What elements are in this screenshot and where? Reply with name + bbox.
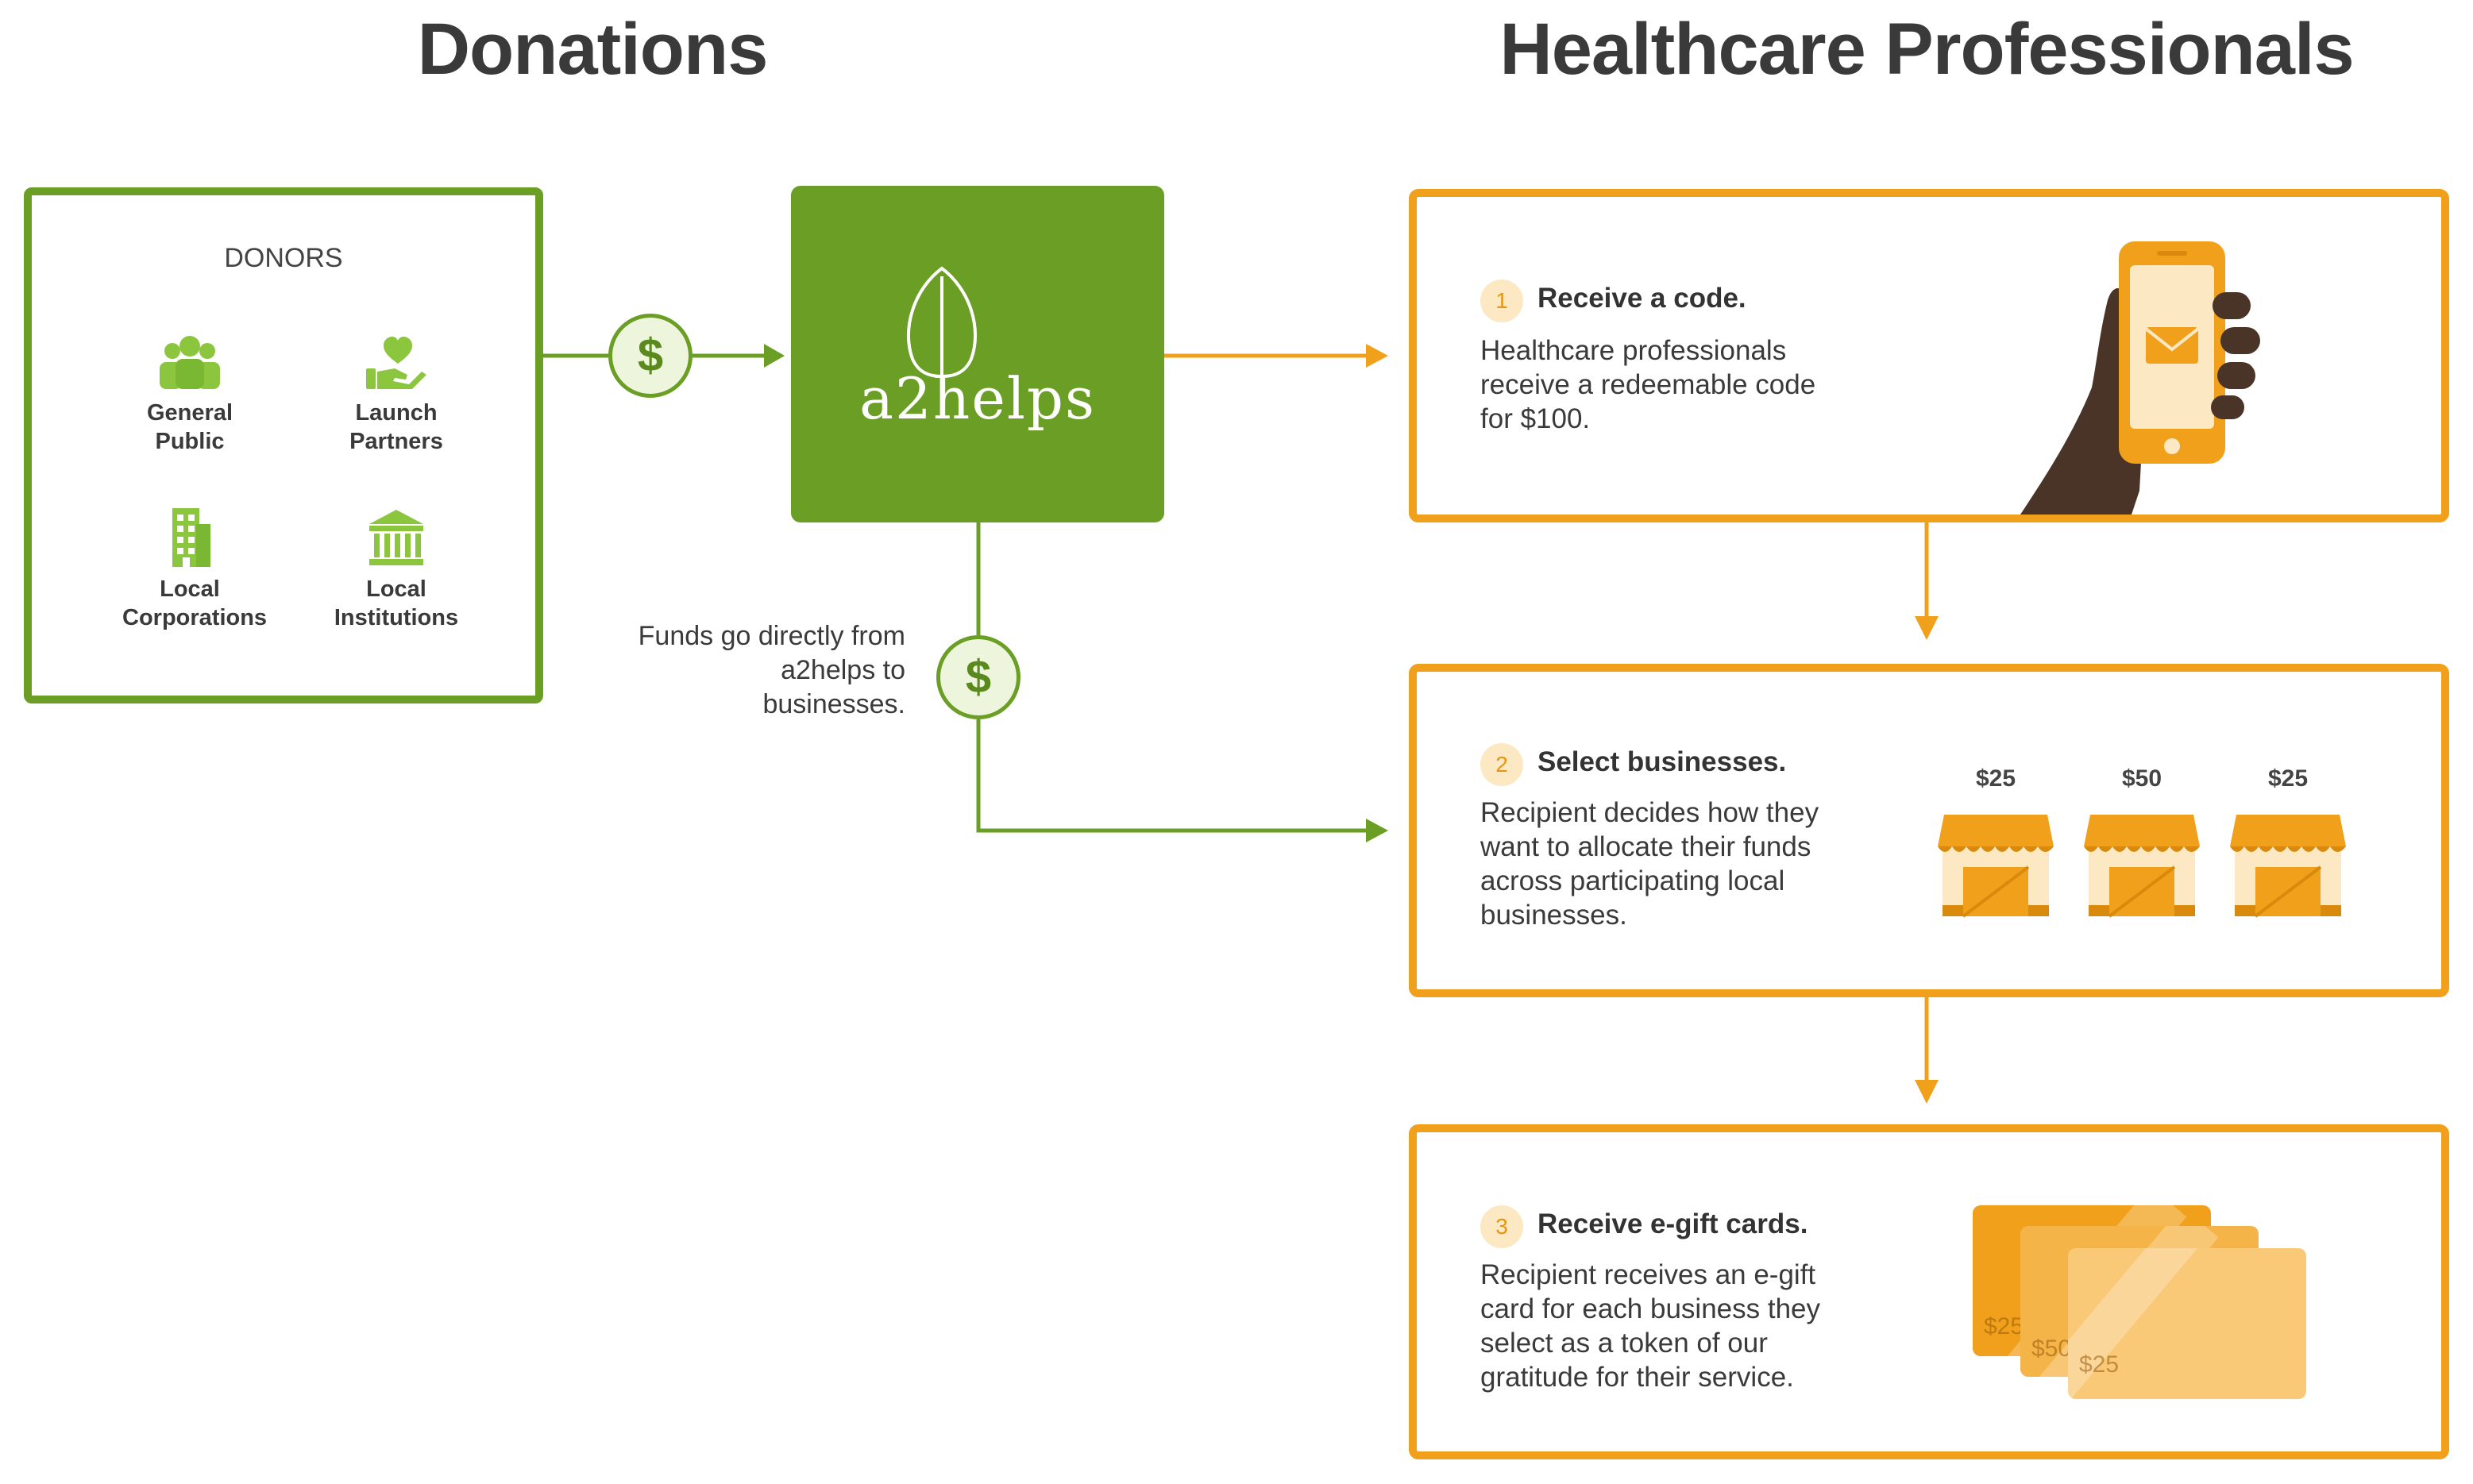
donations-heading: Donations [417, 9, 769, 90]
arrowhead-orange-2 [1915, 616, 1939, 640]
step-1-box: 1 Receive a code. Healthcare professiona… [1409, 189, 2449, 522]
donor-label: Launch Partners [349, 400, 443, 454]
step-3-box: 3 Receive e-gift cards. Recipient receiv… [1409, 1124, 2449, 1459]
office-building-icon [172, 508, 210, 567]
card-value: $25 [1984, 1313, 2024, 1339]
step-number-badge: 2 [1480, 743, 1523, 786]
card-value: $50 [2031, 1336, 2072, 1362]
step-description: Recipient decides how they want to alloc… [1480, 797, 1819, 931]
arrowhead-green-2 [1366, 819, 1388, 842]
storefront-icon [2084, 815, 2200, 918]
donor-label: Local Institutions [334, 576, 459, 630]
logo-to-step2-arrow [976, 719, 1368, 833]
funds-note: Funds go directly from a2helps to busine… [638, 621, 905, 719]
donors-title: DONORS [224, 243, 343, 273]
donor-local-institutions: Local Institutions [305, 507, 488, 632]
heart-in-hand-icon [366, 337, 426, 389]
arrowhead-orange-3 [1915, 1080, 1939, 1104]
healthcare-professionals-heading: Healthcare Professionals [1499, 9, 2354, 90]
arrowhead-green-1 [764, 344, 785, 368]
donors-box: DONORS General Public Launch Partners [24, 187, 543, 703]
dollar-coin-icon: $ [936, 635, 1020, 719]
gift-card: $25 [2068, 1248, 2306, 1399]
a2helps-logo-text: a2helps [859, 365, 1096, 432]
storefront-icon [1938, 815, 2054, 918]
leaf-icon [906, 266, 978, 384]
business-amount: $25 [1975, 765, 2016, 792]
donor-local-corporations: Local Corporations [98, 507, 281, 632]
arrowhead-orange-1 [1366, 344, 1388, 368]
hand-holding-phone-icon [2020, 241, 2260, 515]
donor-general-public: General Public [98, 335, 281, 456]
step-number-badge: 3 [1480, 1205, 1523, 1248]
step-title: Select businesses. [1537, 746, 1787, 777]
step-title: Receive e-gift cards. [1537, 1208, 1808, 1239]
step-title: Receive a code. [1537, 283, 1746, 314]
business-amount: $50 [2121, 765, 2162, 792]
card-value: $25 [2079, 1351, 2120, 1378]
step-description: Recipient receives an e-gift card for ea… [1480, 1259, 1821, 1393]
donor-launch-partners: Launch Partners [305, 335, 488, 456]
business-amount: $25 [2267, 765, 2309, 792]
step-number-badge: 1 [1480, 279, 1523, 322]
storefront-icon [2230, 815, 2346, 918]
dollar-coin-icon: $ [608, 314, 693, 398]
a2helps-logo-box: a2helps [791, 186, 1164, 522]
donor-label: General Public [147, 400, 233, 454]
donor-label: Local Corporations [122, 576, 268, 630]
step-description: Healthcare professionals receive a redee… [1480, 335, 1816, 434]
people-group-icon [160, 336, 220, 389]
institution-columns-icon [369, 510, 423, 565]
step-2-box: 2 Select businesses. Recipient decides h… [1409, 664, 2449, 997]
